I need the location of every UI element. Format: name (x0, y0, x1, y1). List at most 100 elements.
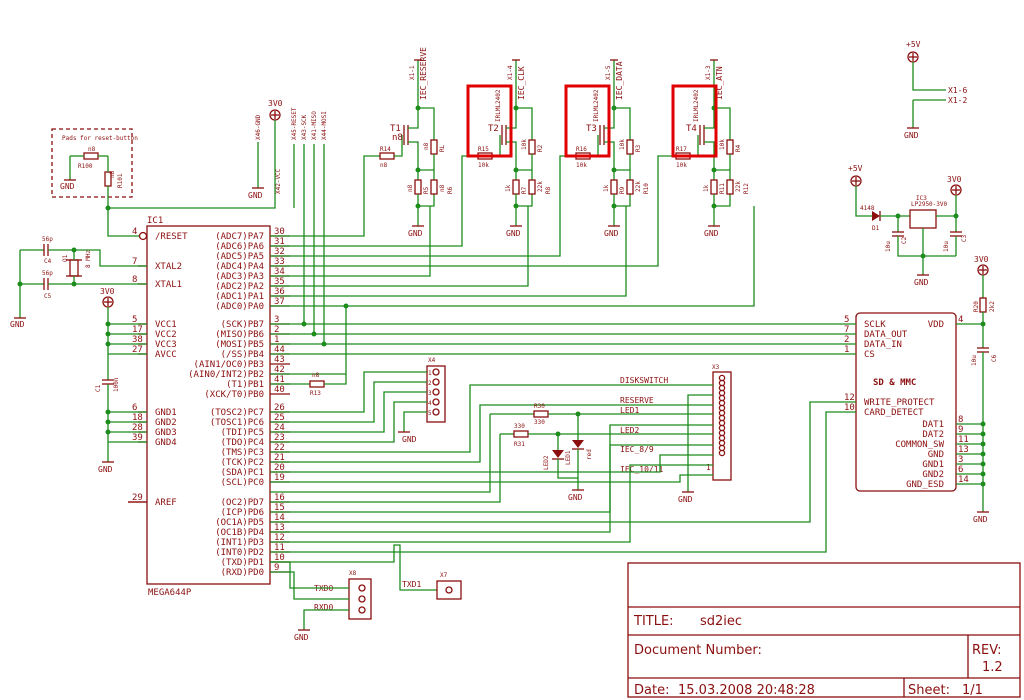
ic1-pin-num: 39 (132, 433, 143, 443)
sd-pin-name: SCLK (864, 320, 886, 330)
t1-rb-val: n8 (380, 162, 388, 169)
ic1-pin-num: 4 (132, 227, 137, 237)
date-value: 15.03.2008 20:48:28 (678, 683, 815, 698)
ic1-pin-name: (TXD)PD1 (221, 558, 264, 568)
ic1-pin-num: 35 (274, 277, 285, 287)
ic1-pin-num: 1 (274, 335, 279, 345)
t1-ra-ref: R5 (423, 186, 430, 194)
ic1-pin-num: 7 (132, 257, 137, 267)
ic1-pin-num: 12 (274, 533, 285, 543)
hdr-pin-vcc: X42-VCC (275, 168, 282, 194)
t2-gnd: GND (506, 229, 521, 238)
r101-ref: R101 (117, 173, 124, 188)
gnd-label-x1: GND (904, 131, 919, 140)
t3-val: IRLML2402 (593, 89, 600, 122)
c2-ref: C2 (901, 236, 908, 244)
c1-value: 100n (113, 377, 120, 392)
gnd-label-mcu: GND (98, 465, 113, 474)
ic1-pin-num: 24 (274, 423, 285, 433)
ic1-pin-name: (RXD)PD0 (221, 568, 264, 578)
x4-ref: X4 (428, 357, 436, 364)
sd-pin-num: 7 (844, 325, 849, 335)
t1-rb-ref: R14 (380, 146, 391, 153)
r31-value: 330 (514, 423, 525, 430)
t2-ra-ref: R7 (521, 186, 528, 194)
ic1-pin-name: (OC1B)PD4 (215, 528, 264, 538)
ic1-pin-name: (TMS)PC3 (221, 448, 264, 458)
t3-rb-ref: R16 (576, 146, 587, 153)
gnd-label-crystal: GND (10, 320, 25, 329)
t1-rbb-val: n8 (439, 184, 446, 192)
sd-pin-name: DAT2 (922, 430, 944, 440)
gnd-label-reset: GND (60, 182, 75, 191)
t4-gnd: GND (704, 229, 719, 238)
x8-rxd0-label: RXD0 (314, 603, 333, 612)
ic1-pin-num: 26 (274, 403, 285, 413)
r30-ref: R30 (534, 403, 545, 410)
t3-rb-val: 10k (576, 162, 587, 169)
ic1-pin-name: (ADC5)PA5 (215, 252, 264, 262)
x8-connector: X8 TXD0 RXD0 GND (270, 561, 372, 642)
ic1-pin-name: /RESET (155, 232, 188, 242)
sd-pin-name: WRITE_PROTECT (864, 398, 935, 408)
ic1-pin-name: (ADC0)PA0 (215, 302, 264, 312)
x4-pin-num: 3 (428, 390, 432, 397)
ic1-pin-name: AREF (155, 498, 177, 508)
t2-rbb-val: 22k (537, 181, 544, 192)
reset-inversion-bubble (138, 231, 148, 241)
ic1-pin-num: 29 (132, 493, 143, 503)
net-led2: LED2 (620, 426, 639, 435)
ic1-pin-num: 11 (274, 543, 285, 553)
ic1-pin-num: 33 (274, 257, 285, 267)
sd-left-pins: SCLK5DATA_OUT7DATA_IN2CS1WRITE_PROTECT12… (844, 315, 935, 418)
ic1-pin-num: 41 (274, 375, 285, 385)
title-value: sd2iec (700, 614, 742, 629)
t2-ref: T2 (488, 124, 499, 134)
ic1-pin-num: 37 (274, 297, 285, 307)
led-section: R30 330 330 R31 LED2 LED1 red GND (513, 403, 713, 502)
title-block: TITLE: sd2iec Document Number: REV: 1.2 … (627, 562, 1021, 698)
t2-rb-ref: R15 (478, 146, 489, 153)
t4-net: IEC_ATN (715, 66, 724, 100)
sd-pin-num: 11 (958, 435, 969, 445)
ic1-pin-num: 40 (274, 385, 285, 395)
t4-ra-ref: R11 (719, 183, 726, 194)
ic1-pin-num: 13 (274, 523, 285, 533)
sd-pin-num: 3 (958, 455, 963, 465)
t2-rd-ref: R2 (537, 144, 544, 152)
r100-value: n8 (88, 146, 96, 153)
ic1-pin-name: (TDI)PC5 (221, 428, 264, 438)
ic1-pin-num: 17 (132, 325, 143, 335)
c6-ref: C6 (991, 354, 998, 362)
ic1-pin-name: (TDO)PC4 (221, 438, 264, 448)
ic1-pin-num: 8 (132, 275, 137, 285)
gnd-label-x8: GND (294, 633, 309, 642)
ic1-pin-name: VCC3 (155, 340, 177, 350)
sd-pin-name: CS (864, 350, 875, 360)
net-led1: LED1 (620, 406, 639, 415)
x7-ref: X7 (440, 572, 448, 579)
title-label: TITLE: (633, 614, 674, 629)
t2-val: IRLML2402 (495, 89, 502, 122)
ic1-pin-num: 10 (274, 553, 285, 563)
ic1-pin-name: (ADC3)PA3 (215, 272, 264, 282)
ic1-pin-name: (/SS)PB4 (221, 350, 264, 360)
v5-label-reg: +5V (848, 164, 863, 173)
c5-value: 56p (42, 270, 53, 277)
hdr-pin-miso: X41-MISO (311, 111, 318, 140)
t1-val: n8 (392, 133, 403, 143)
sd-pin-name: DAT1 (922, 420, 944, 430)
r20-value: 2k2 (989, 301, 996, 312)
c1-ref: C1 (95, 384, 102, 392)
c4-value: 56p (42, 236, 53, 243)
r100-ref: R100 (78, 163, 93, 170)
ic1-pin-name: (OC2)PD7 (221, 498, 264, 508)
sd-pin-name: GND1 (922, 460, 944, 470)
sd-pin-name: DATA_IN (864, 340, 902, 350)
sd-pin-name: CARD_DETECT (864, 408, 924, 418)
ic1-pin-name: GND4 (155, 438, 177, 448)
